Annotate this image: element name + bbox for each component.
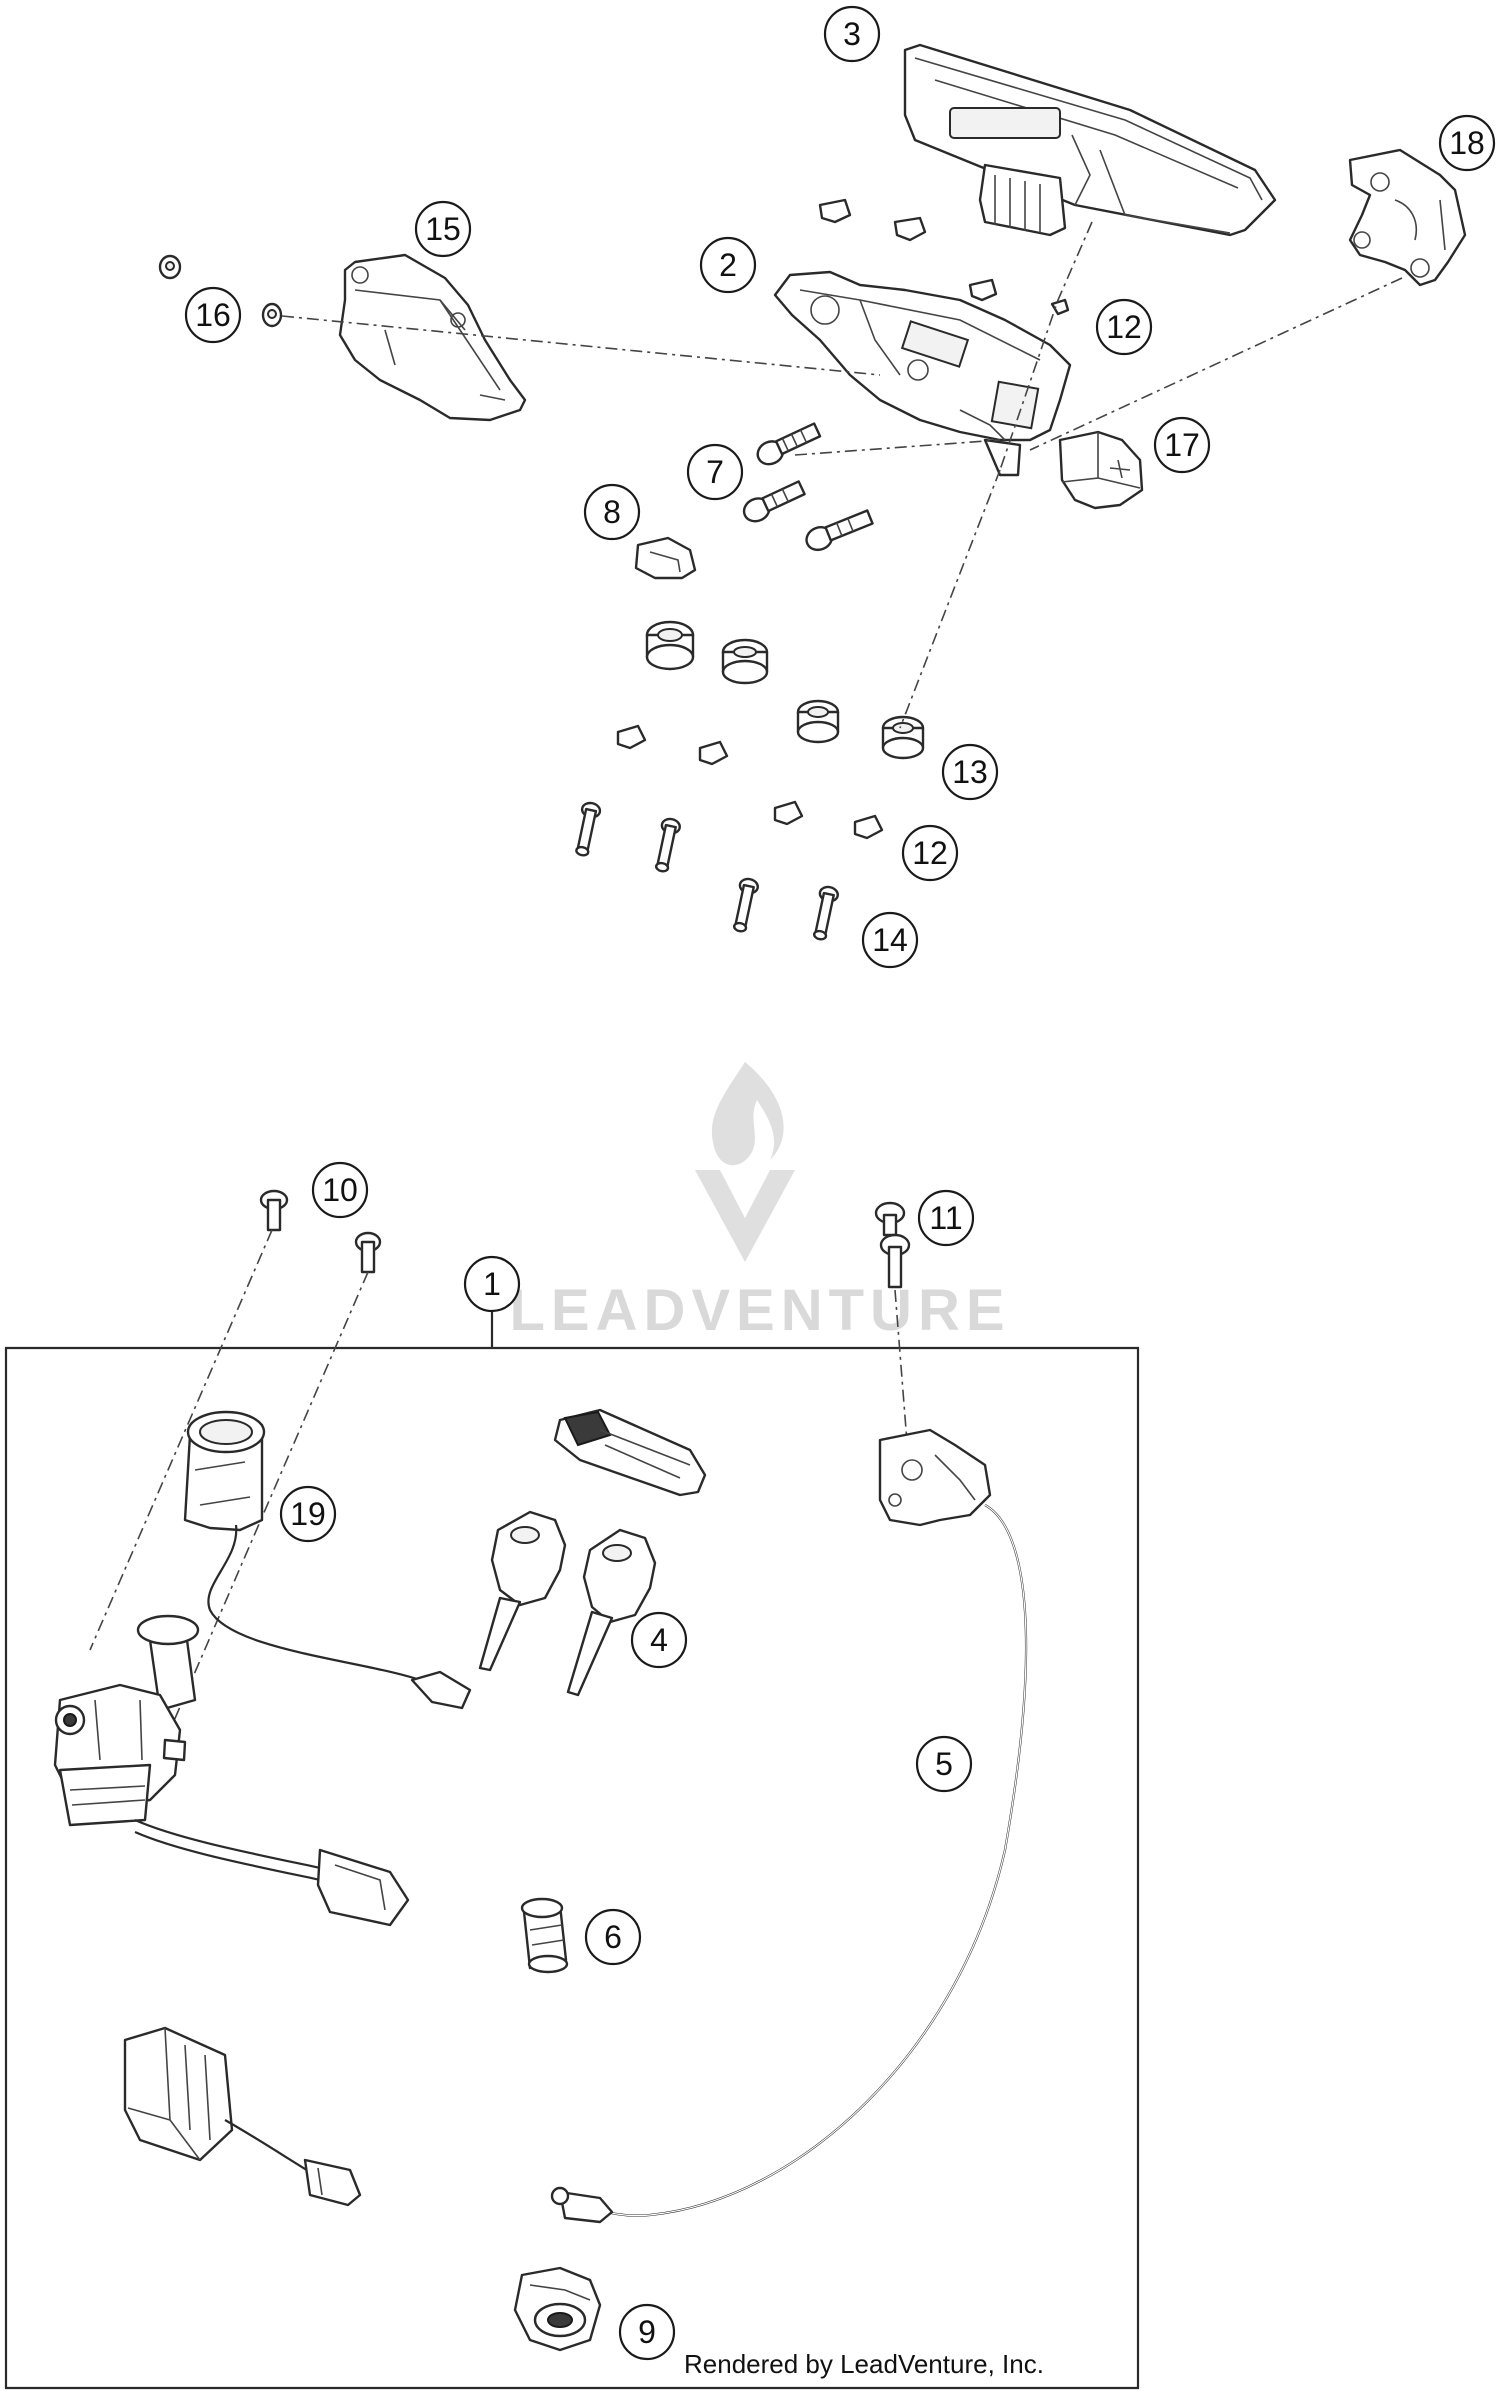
bolt-part-7 — [742, 422, 874, 552]
callout-2: 2 — [699, 236, 757, 294]
callout-11: 11 — [917, 1189, 975, 1247]
small-rubber-grommets — [818, 198, 1070, 316]
svg-text:8: 8 — [603, 494, 621, 530]
svg-text:15: 15 — [425, 211, 461, 247]
side-cover-part — [338, 253, 527, 422]
svg-text:2: 2 — [719, 247, 737, 283]
screw-part-11 — [874, 1201, 911, 1289]
svg-text:1: 1 — [483, 1266, 501, 1302]
grommet-part-13 — [645, 620, 925, 760]
key-part-4 — [478, 1510, 657, 1697]
svg-text:9: 9 — [638, 2314, 656, 2350]
svg-text:4: 4 — [650, 1622, 668, 1658]
callout-12-upper: 12 — [1095, 298, 1153, 356]
callout-18: 18 — [1438, 114, 1496, 172]
callout-13: 13 — [941, 743, 999, 801]
svg-text:18: 18 — [1449, 125, 1485, 161]
lock-cylinder-part — [520, 1897, 569, 1974]
callout-17: 17 — [1153, 416, 1211, 474]
svg-text:3: 3 — [843, 16, 861, 52]
rendered-by-credit: Rendered by LeadVenture, Inc. — [684, 2349, 1044, 2379]
ignition-lock-part — [53, 1614, 410, 1927]
kit-frame — [4, 1310, 1140, 2390]
mount-bracket-part — [1348, 148, 1467, 287]
dashboard-display-part — [903, 43, 1277, 237]
callout-1: 1 — [463, 1255, 521, 1313]
svg-text:12: 12 — [912, 835, 948, 871]
screw-part-10 — [259, 1189, 382, 1274]
callout-12-lower: 12 — [901, 824, 959, 882]
watermark-text: LEADVENTURE — [509, 1278, 1010, 1343]
svg-text:10: 10 — [322, 1172, 358, 1208]
svg-text:16: 16 — [195, 297, 231, 333]
seat-lock-cable-part — [550, 1428, 1028, 2224]
switch-part-9 — [513, 2266, 602, 2352]
spacer-part-12 — [616, 724, 884, 840]
svg-text:14: 14 — [872, 922, 908, 958]
usb-socket-part — [1058, 430, 1144, 510]
alignment-lines-top — [281, 221, 1403, 729]
callout-16: 16 — [184, 286, 242, 344]
dashboard-holder-part — [773, 270, 1072, 477]
svg-text:7: 7 — [706, 454, 724, 490]
callout-9: 9 — [618, 2303, 676, 2361]
pin-part-14 — [575, 801, 839, 941]
flame-v-logo-icon — [695, 1062, 795, 1262]
callout-10: 10 — [311, 1161, 369, 1219]
screw-part-16 — [158, 254, 283, 328]
svg-text:6: 6 — [604, 1919, 622, 1955]
callout-8: 8 — [583, 483, 641, 541]
svg-text:19: 19 — [290, 1496, 326, 1532]
callout-14: 14 — [861, 911, 919, 969]
svg-text:11: 11 — [929, 1200, 962, 1236]
watermark-logo: LEADVENTURE — [509, 1062, 1010, 1343]
clip-part — [634, 536, 697, 580]
callout-6: 6 — [584, 1908, 642, 1966]
key-case-part — [553, 1408, 707, 1497]
callout-7: 7 — [686, 443, 744, 501]
callout-15: 15 — [414, 200, 472, 258]
callout-3: 3 — [823, 5, 881, 63]
callout-4: 4 — [630, 1611, 688, 1669]
control-unit-part — [123, 2026, 362, 2207]
callout-5: 5 — [915, 1735, 973, 1793]
transponder-coil-part — [183, 1410, 472, 1710]
svg-text:13: 13 — [952, 754, 988, 790]
svg-text:5: 5 — [935, 1746, 953, 1782]
svg-text:12: 12 — [1106, 309, 1142, 345]
callout-19: 19 — [279, 1485, 337, 1543]
svg-text:17: 17 — [1164, 427, 1200, 463]
